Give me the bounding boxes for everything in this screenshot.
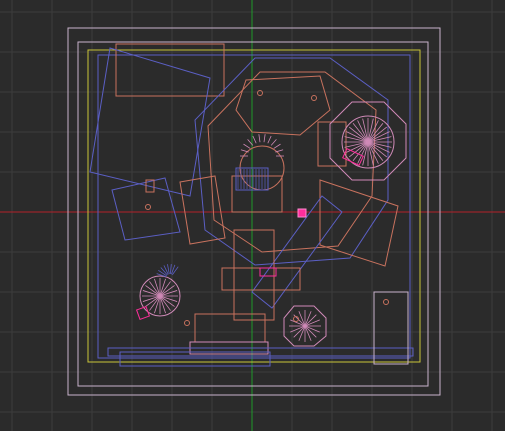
brush-left-chamber[interactable]	[179, 175, 226, 245]
brush-central-octagon-inner[interactable]	[207, 71, 377, 253]
entity-marker-5[interactable]	[257, 90, 263, 96]
entity-marker-1[interactable]	[145, 204, 151, 210]
map-bounds-outer[interactable]	[67, 27, 441, 396]
map-bounds-inner[interactable]	[77, 41, 429, 387]
entity-player-start[interactable]	[297, 208, 307, 218]
brush-floor-strip-2[interactable]	[119, 351, 271, 367]
brush-corridor-south[interactable]	[233, 229, 275, 321]
map-bounds-blue[interactable]	[97, 54, 411, 359]
stair-block-center[interactable]	[235, 167, 269, 191]
spiral-stair-north-east	[344, 118, 392, 166]
brush-upper-ring[interactable]	[235, 75, 331, 136]
tower-north-east[interactable]	[329, 101, 407, 181]
brush-room-bottom-right[interactable]	[373, 291, 409, 365]
brush-tilted-left[interactable]	[111, 177, 181, 241]
entity-light-south[interactable]	[259, 267, 277, 277]
stair-rows-center	[156, 169, 266, 278]
brush-central-octagon[interactable]	[194, 57, 389, 266]
entity-item-ne[interactable]	[342, 148, 364, 166]
brush-right-wing[interactable]	[319, 179, 399, 267]
entity-small-box[interactable]	[145, 179, 155, 193]
map-bounds-yellow[interactable]	[87, 49, 421, 363]
entity-pickup-west[interactable]	[135, 305, 151, 321]
entity-marker-4[interactable]	[293, 316, 299, 322]
brush-room-bottom[interactable]	[194, 313, 266, 343]
brush-floor-strip[interactable]	[107, 347, 414, 357]
spiral-stair-west	[142, 278, 178, 314]
brush-room-top-left[interactable]	[115, 43, 225, 97]
brush-diagonal-ramp[interactable]	[251, 195, 343, 309]
brush-tilted-top-left[interactable]	[89, 47, 211, 197]
stair-central-curved	[240, 134, 284, 157]
spiral-stair-south	[289, 310, 321, 342]
tower-north-east-spiral[interactable]	[341, 115, 395, 169]
entity-marker-3[interactable]	[383, 299, 389, 305]
entity-marker-6[interactable]	[311, 95, 317, 101]
tower-south[interactable]	[283, 305, 327, 347]
brush-central-block[interactable]	[231, 175, 283, 213]
entity-marker-2[interactable]	[184, 320, 190, 326]
tower-west[interactable]	[139, 275, 181, 317]
